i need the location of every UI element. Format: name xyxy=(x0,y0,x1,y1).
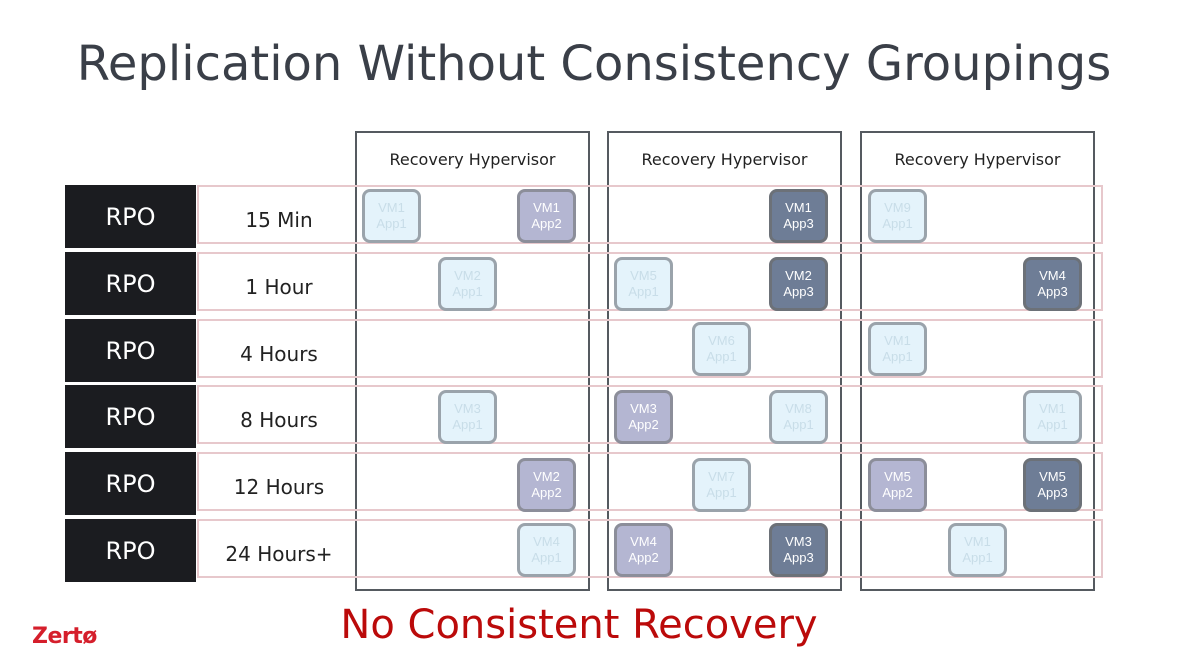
vm-app: App1 xyxy=(628,284,659,299)
vm-name: VM1 xyxy=(378,200,405,215)
vm-name: VM4 xyxy=(533,534,560,549)
rpo-time-label: 4 Hours xyxy=(240,341,318,366)
vm-app: App1 xyxy=(452,284,483,299)
rpo-time-label: 8 Hours xyxy=(240,407,318,432)
vm-app: App2 xyxy=(531,485,562,500)
rpo-time-label: 1 Hour xyxy=(245,274,313,299)
rpo-label: RPO xyxy=(65,319,196,382)
vm-app: App3 xyxy=(783,550,814,565)
vm-app: App2 xyxy=(628,417,659,432)
vm-name: VM5 xyxy=(630,268,657,283)
vm-name: VM5 xyxy=(1039,469,1066,484)
vm-app: App1 xyxy=(962,550,993,565)
rpo-label: RPO xyxy=(65,519,196,582)
zerto-logo: Zertø xyxy=(32,624,97,649)
rpo-label: RPO xyxy=(65,385,196,448)
rpo-label: RPO xyxy=(65,452,196,515)
rpo-label: RPO xyxy=(65,252,196,315)
rpo-time-label: 15 Min xyxy=(245,207,313,232)
row-band-24hours xyxy=(197,519,1103,578)
row-band-15min xyxy=(197,185,1103,244)
vm-app: App3 xyxy=(1037,284,1068,299)
hypervisor-box-1 xyxy=(355,131,590,591)
vm-name: VM5 xyxy=(884,469,911,484)
vm-app: App1 xyxy=(706,485,737,500)
vm-app: App3 xyxy=(783,216,814,231)
vm-name: VM2 xyxy=(533,469,560,484)
vm-name: VM3 xyxy=(454,401,481,416)
rpo-time-label: 24 Hours+ xyxy=(225,541,333,566)
row-band-4hours xyxy=(197,319,1103,378)
vm-app: App1 xyxy=(376,216,407,231)
hypervisor-label-2: Recovery Hypervisor xyxy=(641,150,808,169)
vm-name: VM4 xyxy=(630,534,657,549)
vm-app: App1 xyxy=(783,417,814,432)
rpo-label: RPO xyxy=(65,185,196,248)
vm-app: App2 xyxy=(882,485,913,500)
vm-name: VM1 xyxy=(1039,401,1066,416)
vm-name: VM3 xyxy=(785,534,812,549)
vm-app: App3 xyxy=(1037,485,1068,500)
vm-name: VM4 xyxy=(1039,268,1066,283)
row-band-12hours xyxy=(197,452,1103,511)
hypervisor-label-3: Recovery Hypervisor xyxy=(894,150,1061,169)
vm-app: App1 xyxy=(1037,417,1068,432)
vm-name: VM3 xyxy=(630,401,657,416)
vm-name: VM1 xyxy=(964,534,991,549)
hypervisor-box-3 xyxy=(860,131,1095,591)
vm-app: App1 xyxy=(452,417,483,432)
vm-name: VM9 xyxy=(884,200,911,215)
vm-app: App1 xyxy=(882,349,913,364)
vm-name: VM8 xyxy=(785,401,812,416)
vm-name: VM1 xyxy=(533,200,560,215)
slide-title: Replication Without Consistency Grouping… xyxy=(76,36,1112,92)
vm-app: App1 xyxy=(882,216,913,231)
vm-name: VM7 xyxy=(708,469,735,484)
footer-message: No Consistent Recovery xyxy=(340,602,818,648)
vm-app: App2 xyxy=(531,216,562,231)
vm-name: VM2 xyxy=(454,268,481,283)
vm-app: App3 xyxy=(783,284,814,299)
rpo-time-label: 12 Hours xyxy=(233,474,325,499)
vm-name: VM1 xyxy=(884,333,911,348)
vm-name: VM2 xyxy=(785,268,812,283)
hypervisor-box-2 xyxy=(607,131,842,591)
vm-app: App1 xyxy=(706,349,737,364)
vm-app: App1 xyxy=(531,550,562,565)
vm-app: App2 xyxy=(628,550,659,565)
vm-name: VM6 xyxy=(708,333,735,348)
vm-name: VM1 xyxy=(785,200,812,215)
hypervisor-label-1: Recovery Hypervisor xyxy=(389,150,556,169)
